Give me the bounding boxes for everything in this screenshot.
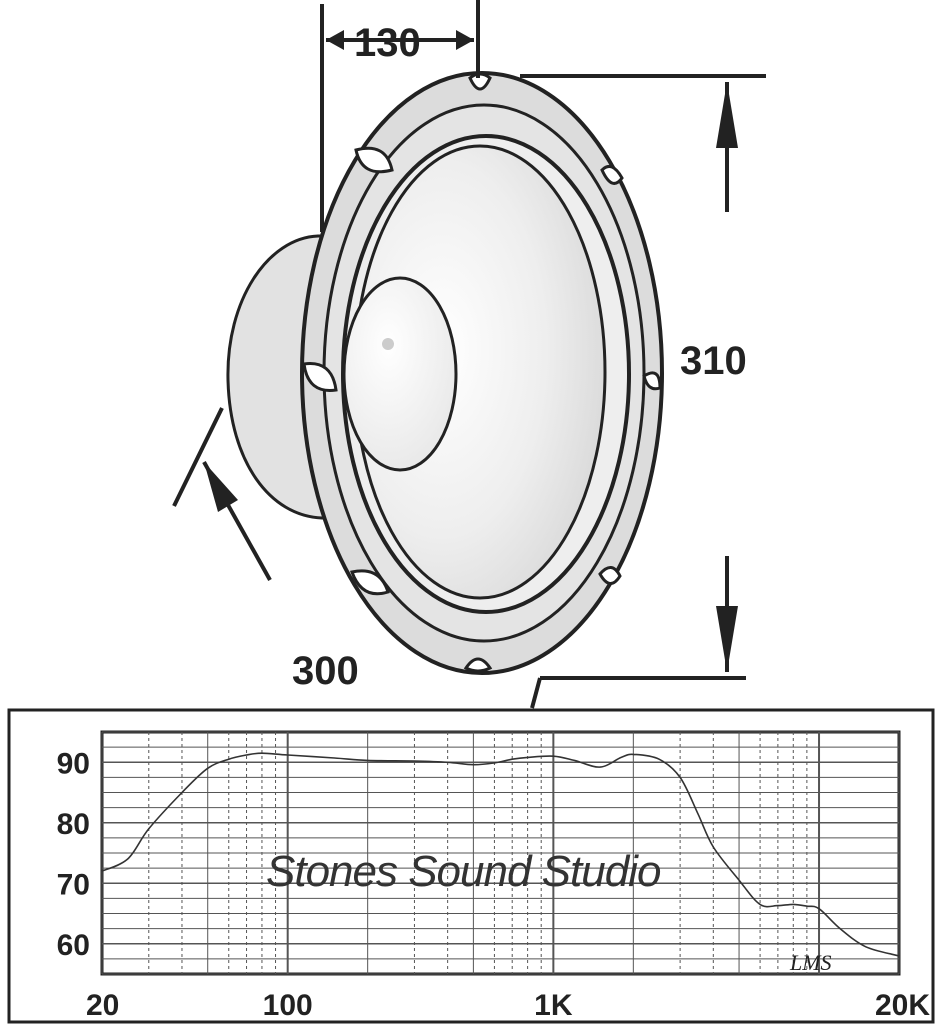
depth-arrow-left [326,30,344,50]
mounting-hole [302,362,338,392]
diameter-dimension-label: 300 [292,649,359,693]
x-tick-label: 1K [534,989,573,1022]
lms-logo: LMS [789,950,832,975]
mounting-hole [468,72,492,91]
x-tick-label: 20 [86,989,119,1022]
mounting-hole [600,164,624,185]
height-arrow-bottom [716,606,738,672]
mounting-hole [354,146,394,174]
mounting-holes [302,72,662,673]
depth-dimension-label: 130 [354,21,421,65]
mounting-hole [463,657,493,673]
chart-grid [101,731,900,975]
x-tick-label: 20K [875,989,930,1022]
y-tick-label: 90 [57,747,90,780]
x-tick-labels: 20 100 1K 20K [86,989,930,1022]
diameter-arrow-head [204,462,238,512]
mounting-hole [350,569,390,596]
series-line [101,752,900,957]
mounting-hole [598,566,622,585]
height-arrow-top [716,82,738,148]
height-dimension-label: 310 [680,339,747,383]
diameter-leader [172,407,224,507]
height-leader [530,677,542,709]
y-tick-label: 60 [57,929,90,962]
dimension-lines [172,0,766,709]
y-tick-labels: 90 80 70 60 [57,747,90,962]
dust-cap [342,276,458,472]
mounting-hole [642,371,662,391]
y-tick-label: 70 [57,868,90,901]
depth-arrow-right [456,30,474,50]
dust-cap-center [382,338,394,350]
watermark: Stones Sound Studio [266,847,661,896]
x-tick-label: 100 [263,989,313,1022]
y-tick-label: 80 [57,808,90,841]
speaker-drawing [226,71,664,675]
